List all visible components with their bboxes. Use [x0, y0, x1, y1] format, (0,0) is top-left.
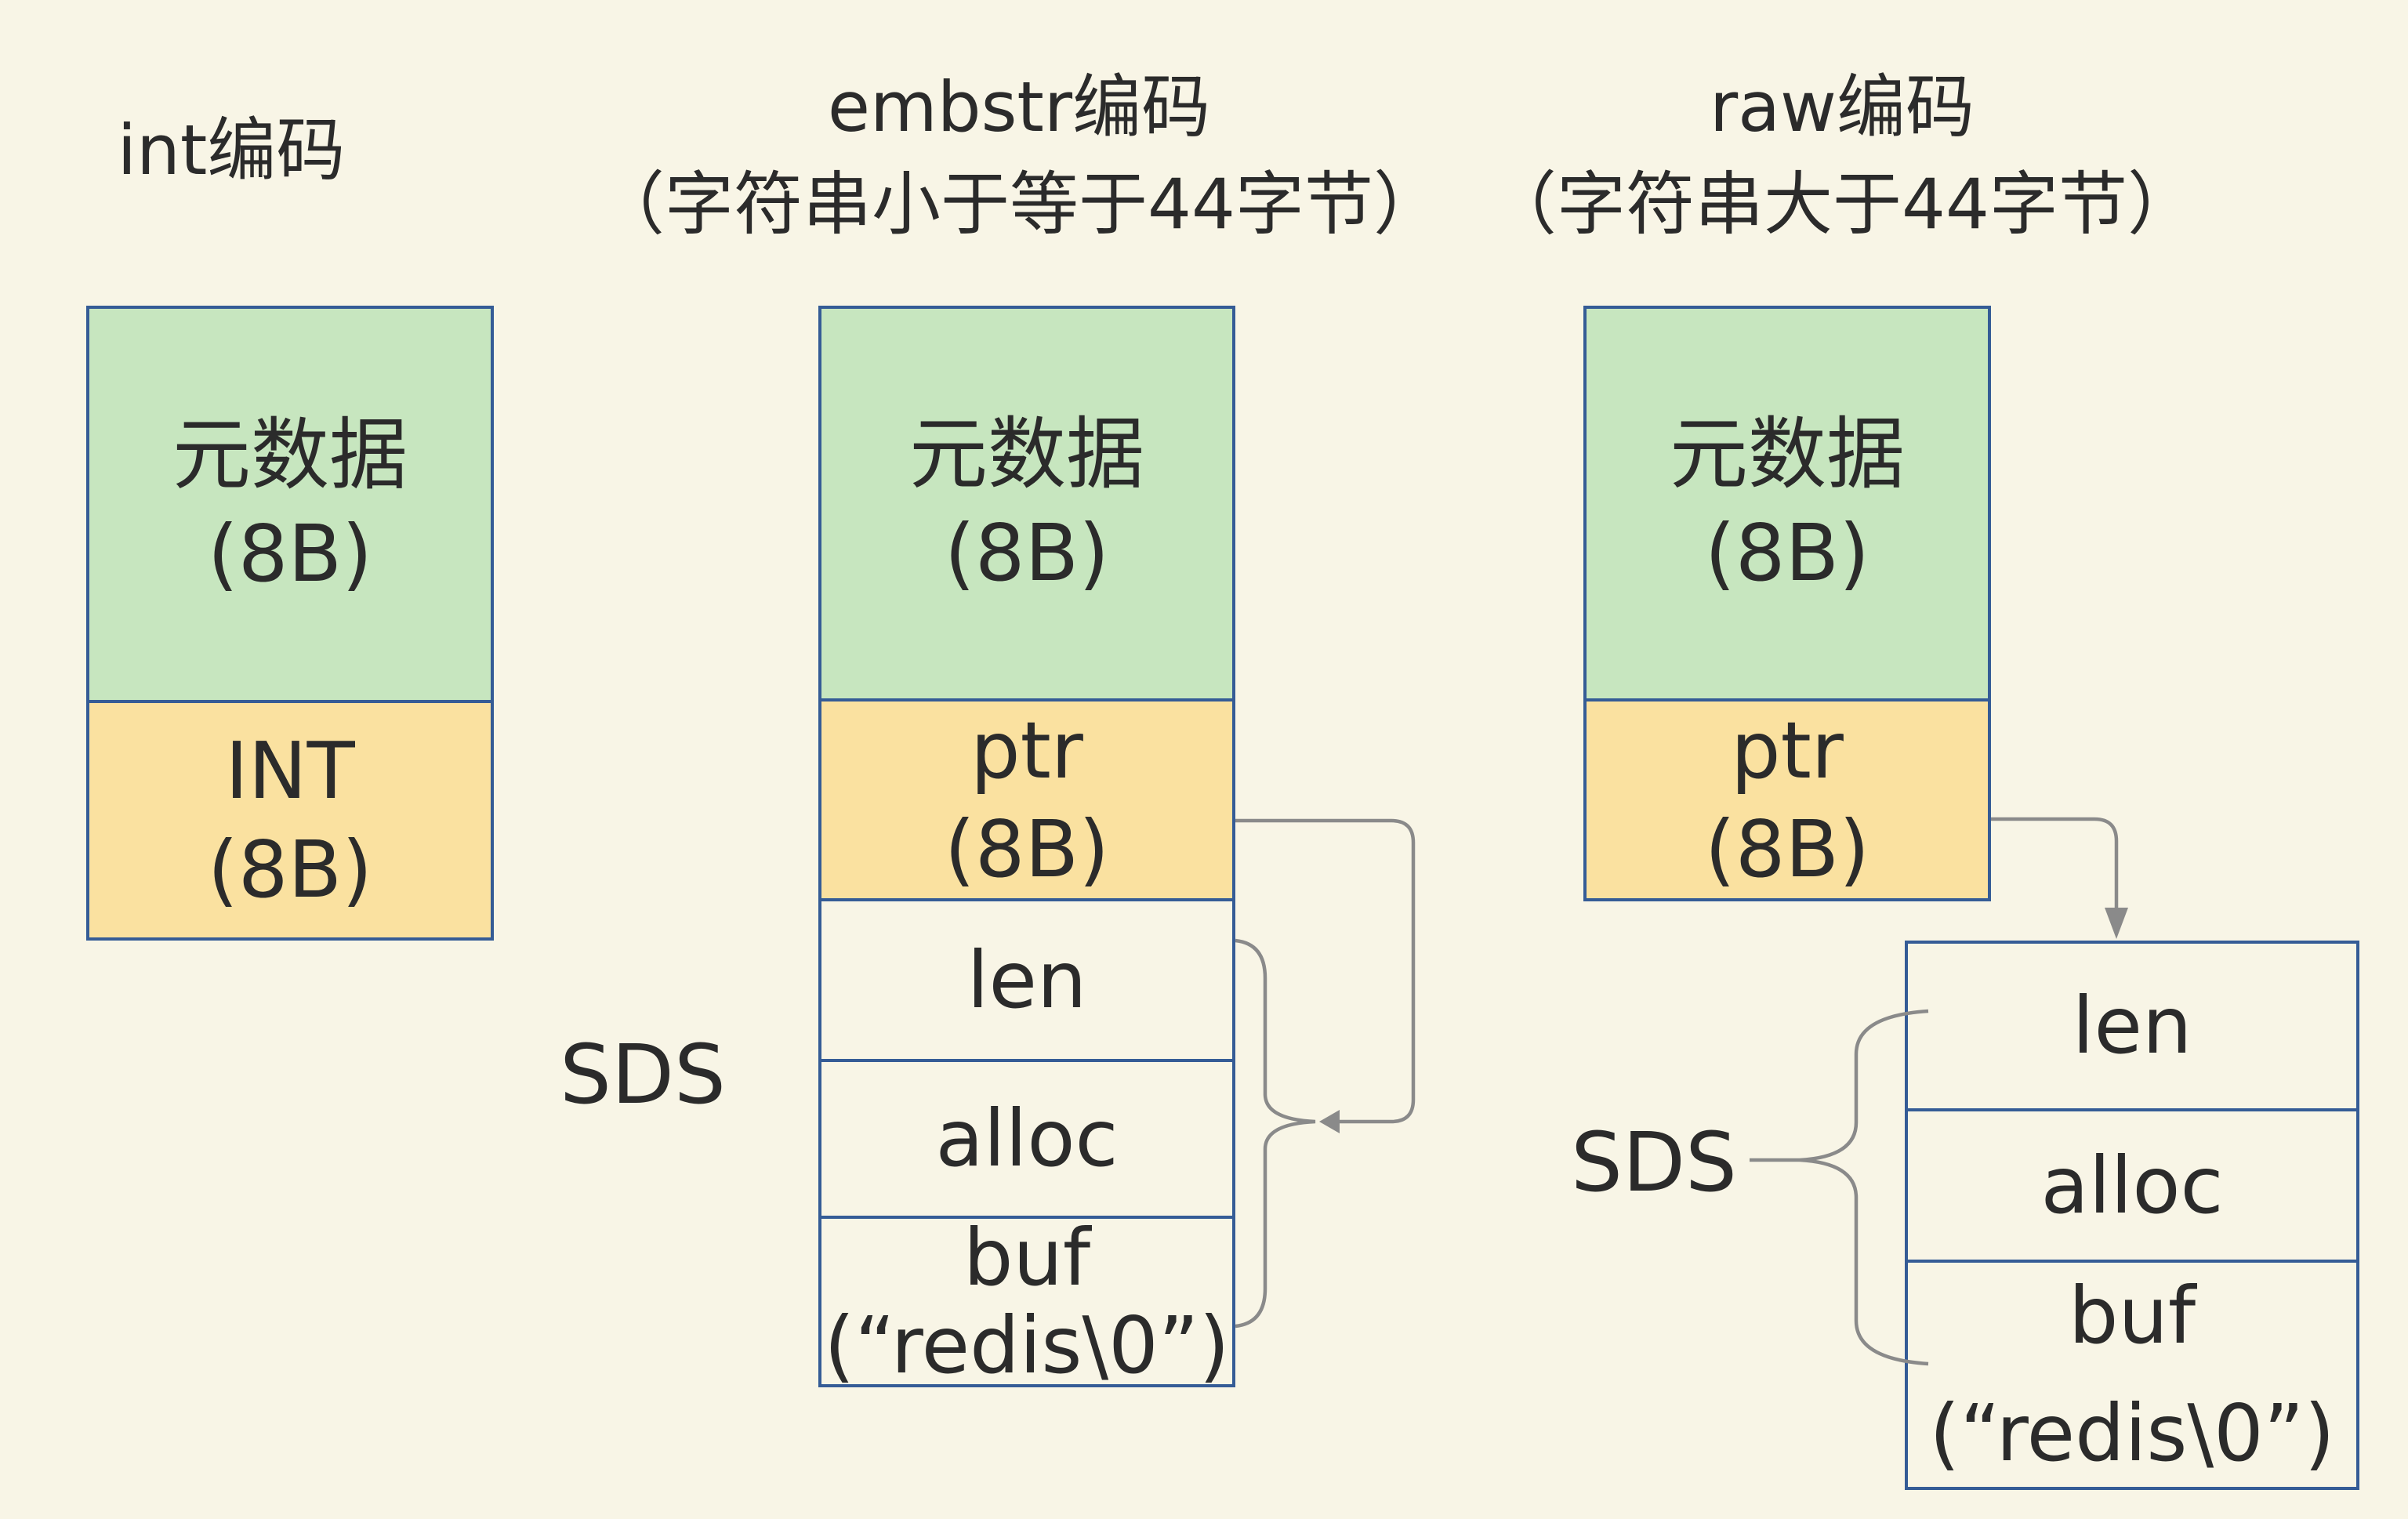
raw-metadata-block: 元数据 (8B): [1583, 306, 1991, 701]
raw-encoding-title: raw编码 （字符串大于44字节）: [1293, 59, 2391, 253]
ptr-label: ptr: [970, 704, 1083, 796]
alloc-label: alloc: [935, 1093, 1119, 1184]
embstr-buf-cell: buf (“redis\0”): [818, 1211, 1235, 1391]
ptr-label: ptr: [1731, 704, 1844, 796]
ptr-size-label: (8B): [944, 803, 1110, 895]
raw-ptr-arrowhead-icon: [2105, 908, 2128, 939]
embstr-sds-label: SDS: [559, 1027, 727, 1122]
metadata-label: 元数据: [172, 408, 408, 501]
raw-ptr-arrow-line: [1991, 817, 2119, 909]
metadata-label: 元数据: [909, 408, 1144, 500]
embstr-encoding-title-line2: （字符串小于等于44字节）: [596, 164, 1442, 245]
raw-encoding-title-line2: （字符串大于44字节）: [1488, 164, 2196, 245]
embstr-ptr-arrowhead-icon: [1319, 1110, 1340, 1133]
embstr-encoding-title: embstr编码 （字符串小于等于44字节）: [470, 59, 1568, 253]
int-label: INT: [225, 724, 355, 817]
int-value-block: INT (8B): [86, 700, 494, 941]
alloc-label: alloc: [2040, 1139, 2224, 1231]
embstr-len-cell: len: [818, 898, 1235, 1062]
int-encoding-title: int编码: [35, 102, 427, 199]
metadata-size-label: (8B): [944, 506, 1110, 599]
raw-ptr-block: ptr (8B): [1583, 698, 1991, 901]
raw-alloc-cell: alloc: [1905, 1108, 2359, 1263]
raw-len-cell: len: [1905, 941, 2359, 1111]
raw-buf-cell: buf (“redis\0”): [1905, 1260, 2359, 1490]
embstr-encoding-title-line1: embstr编码: [827, 67, 1211, 147]
len-label: len: [966, 934, 1087, 1026]
embstr-ptr-block: ptr (8B): [818, 698, 1235, 901]
int-size-label: (8B): [207, 823, 373, 915]
metadata-size-label: (8B): [207, 507, 373, 600]
embstr-metadata-block: 元数据 (8B): [818, 306, 1235, 701]
ptr-size-label: (8B): [1704, 803, 1870, 895]
metadata-size-label: (8B): [1704, 506, 1870, 599]
metadata-label: 元数据: [1670, 408, 1905, 500]
embstr-sds-brace-icon: [1235, 938, 1316, 1329]
int-metadata-block: 元数据 (8B): [86, 306, 494, 703]
embstr-alloc-cell: alloc: [818, 1059, 1235, 1219]
int-encoding-title-line: int编码: [117, 110, 346, 190]
buf-label: buf: [963, 1211, 1091, 1303]
raw-sds-label: SDS: [1570, 1115, 1738, 1210]
buf-label: buf: [2068, 1270, 2196, 1361]
embstr-ptr-arrow-line: [1235, 818, 1416, 1124]
len-label: len: [2072, 980, 2192, 1071]
buf-value-label: (“redis\0”): [824, 1299, 1230, 1391]
raw-encoding-title-line1: raw编码: [1709, 67, 1975, 147]
buf-value-label: (“redis\0”): [1929, 1387, 2335, 1479]
